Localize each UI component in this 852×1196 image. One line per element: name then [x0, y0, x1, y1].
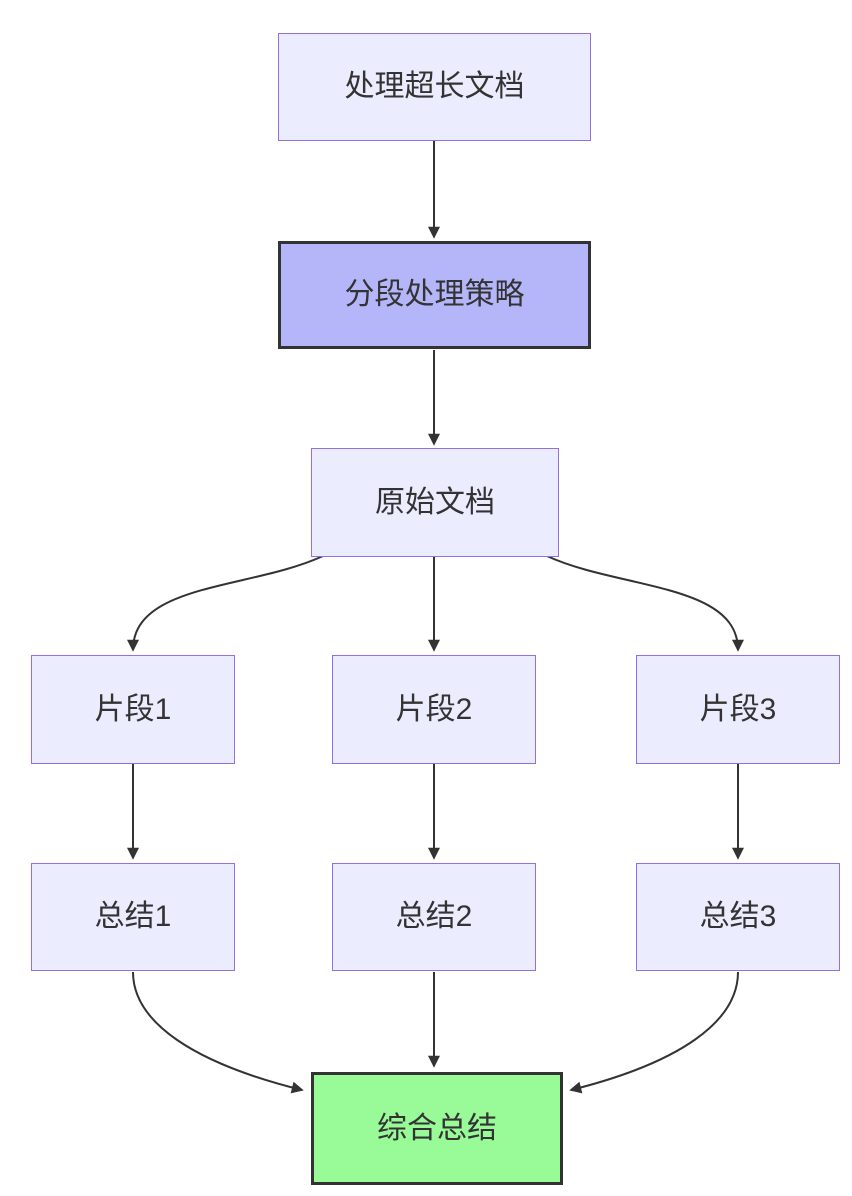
node-process-long-document: 处理超长文档	[278, 33, 591, 141]
node-segment-strategy: 分段处理策略	[278, 241, 591, 349]
node-label: 片段2	[395, 692, 473, 726]
node-final-summary: 综合总结	[311, 1072, 563, 1185]
node-label: 片段3	[699, 692, 777, 726]
node-label: 总结1	[94, 900, 172, 933]
node-label: 原始文档	[375, 485, 495, 519]
node-label: 处理超长文档	[344, 70, 525, 103]
node-original-document: 原始文档	[311, 448, 559, 557]
node-label: 总结3	[699, 900, 777, 933]
node-summary-1: 总结1	[31, 863, 235, 971]
node-fragment-3: 片段3	[636, 655, 840, 764]
node-label: 分段处理策略	[344, 278, 525, 311]
edge-c-d3	[546, 555, 744, 652]
edge-e3-f	[569, 971, 739, 1094]
node-label: 片段1	[94, 692, 172, 726]
node-fragment-2: 片段2	[332, 655, 536, 764]
node-fragment-1: 片段1	[31, 655, 235, 764]
node-summary-2: 总结2	[332, 863, 536, 971]
edge-e1-f	[132, 971, 304, 1094]
node-label: 综合总结	[377, 1111, 497, 1145]
node-label: 总结2	[395, 900, 473, 933]
edge-c-d1	[127, 555, 324, 652]
node-summary-3: 总结3	[636, 863, 840, 971]
